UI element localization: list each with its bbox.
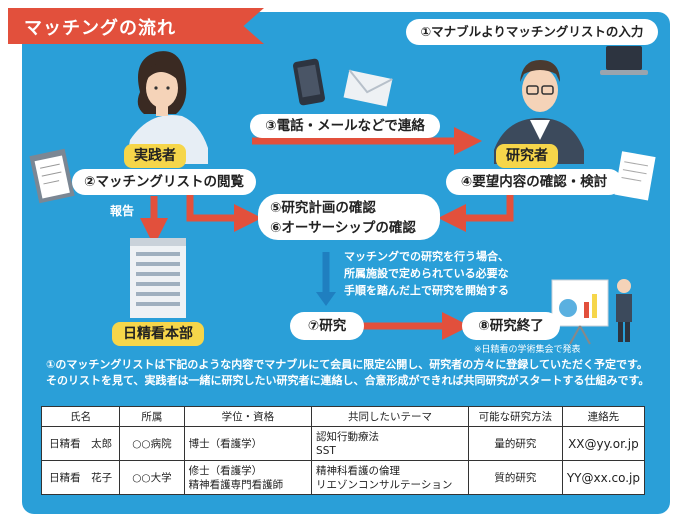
theme-line: SST <box>316 444 336 457</box>
step-3-contact: ③電話・メールなどで連絡 <box>250 114 440 138</box>
cell-affiliation: ○○大学 <box>119 460 185 495</box>
step-4-review: ④要望内容の確認・検討 <box>446 169 622 195</box>
header-method: 可能な研究方法 <box>467 406 563 427</box>
step-4-label: ④要望内容の確認・検討 <box>460 174 608 190</box>
title-ribbon: マッチングの流れ <box>8 8 264 44</box>
presentation-note: ※日精看の学術集会で発表 <box>474 345 581 355</box>
description-text: ①のマッチングリストは下記のような内容でマナブルにて会員に限定公開し、研究者の方… <box>46 358 650 387</box>
step-7-label: ⑦研究 <box>307 318 347 334</box>
cell-name: 日精看 太郎 <box>40 426 121 461</box>
practitioner-tag: 実践者 <box>124 144 186 168</box>
cell-name: 日精看 花子 <box>40 460 121 495</box>
note-line-2: 所属施設で定められている必要な <box>344 267 509 280</box>
document-icon <box>614 151 656 201</box>
step-8-end: ⑧研究終了 <box>462 312 560 340</box>
table-header-row: 氏名 所属 学位・資格 共同したいテーマ 可能な研究方法 連絡先 <box>40 406 646 427</box>
table-row: 日精看 花子 ○○大学 修士（看護学）精神看護専門看護師 精神科看護の倫理リエゾ… <box>40 460 646 495</box>
cell-degree: 修士（看護学）精神看護専門看護師 <box>183 460 313 495</box>
arrow-researcher-to-plan <box>438 192 514 232</box>
researcher-tag: 研究者 <box>496 144 558 168</box>
cell-method: 質的研究 <box>467 460 563 495</box>
step-3-label: ③電話・メールなどで連絡 <box>265 118 425 134</box>
research-start-note: マッチングでの研究を行う場合、 所属施設で定められている必要な 手順を踏んだ上で… <box>344 248 554 299</box>
note-line-3: 手順を踏んだ上で研究を開始する <box>344 284 509 297</box>
theme-line: 精神科看護の倫理 <box>316 464 401 477</box>
header-name: 氏名 <box>40 406 121 427</box>
degree-line: 博士（看護学） <box>188 437 263 450</box>
step-2-label: ②マッチングリストの閲覧 <box>84 174 244 190</box>
theme-line: リエゾンコンサルテーション <box>316 478 453 491</box>
header-contact: 連絡先 <box>561 406 646 427</box>
page-title: マッチングの流れ <box>24 18 176 39</box>
smartphone-icon <box>293 58 325 106</box>
header-theme: 共同したいテーマ <box>311 406 469 427</box>
report-label: 報告 <box>110 204 135 218</box>
cell-contact: XX@yy.or.jp <box>561 426 646 461</box>
cell-contact: YY@xx.co.jp <box>561 460 646 495</box>
hq-label: 日精看本部 <box>123 326 193 342</box>
matching-list-table: 氏名 所属 学位・資格 共同したいテーマ 可能な研究方法 連絡先 日精看 太郎 … <box>40 406 646 495</box>
step-2-browse: ②マッチングリストの閲覧 <box>72 169 256 195</box>
cell-method: 量的研究 <box>467 426 563 461</box>
step-5-label: ⑤研究計画の確認 <box>270 200 376 216</box>
step-1-input: ①マナブルよりマッチングリストの入力 <box>406 19 658 45</box>
step-1-label: ①マナブルよりマッチングリストの入力 <box>420 24 644 39</box>
step-5-6-plan: ⑤研究計画の確認 ⑥オーサーシップの確認 <box>258 194 440 240</box>
header-affiliation: 所属 <box>119 406 185 427</box>
clipboard-icon <box>29 148 75 204</box>
practitioner-label: 実践者 <box>134 148 176 164</box>
researcher-label: 研究者 <box>506 148 548 164</box>
building-icon <box>130 238 186 318</box>
step-6-label: ⑥オーサーシップの確認 <box>270 220 416 236</box>
degree-line: 修士（看護学） <box>188 464 263 477</box>
step-8-label: ⑧研究終了 <box>478 318 544 334</box>
theme-line: 認知行動療法 <box>316 430 380 443</box>
arrow-practitioner-to-plan <box>186 192 262 232</box>
cell-degree: 博士（看護学） <box>183 426 313 461</box>
envelope-icon <box>343 69 393 107</box>
cell-theme: 精神科看護の倫理リエゾンコンサルテーション <box>311 460 469 495</box>
hq-tag: 日精看本部 <box>112 322 204 346</box>
note-line-1: マッチングでの研究を行う場合、 <box>344 250 509 263</box>
cell-affiliation: ○○病院 <box>119 426 185 461</box>
degree-line: 精神看護専門看護師 <box>188 478 284 491</box>
laptop-icon <box>600 46 648 75</box>
step-7-research: ⑦研究 <box>290 312 364 340</box>
presenter-icon <box>551 279 632 345</box>
practitioner-avatar <box>126 51 208 164</box>
header-degree: 学位・資格 <box>183 406 313 427</box>
